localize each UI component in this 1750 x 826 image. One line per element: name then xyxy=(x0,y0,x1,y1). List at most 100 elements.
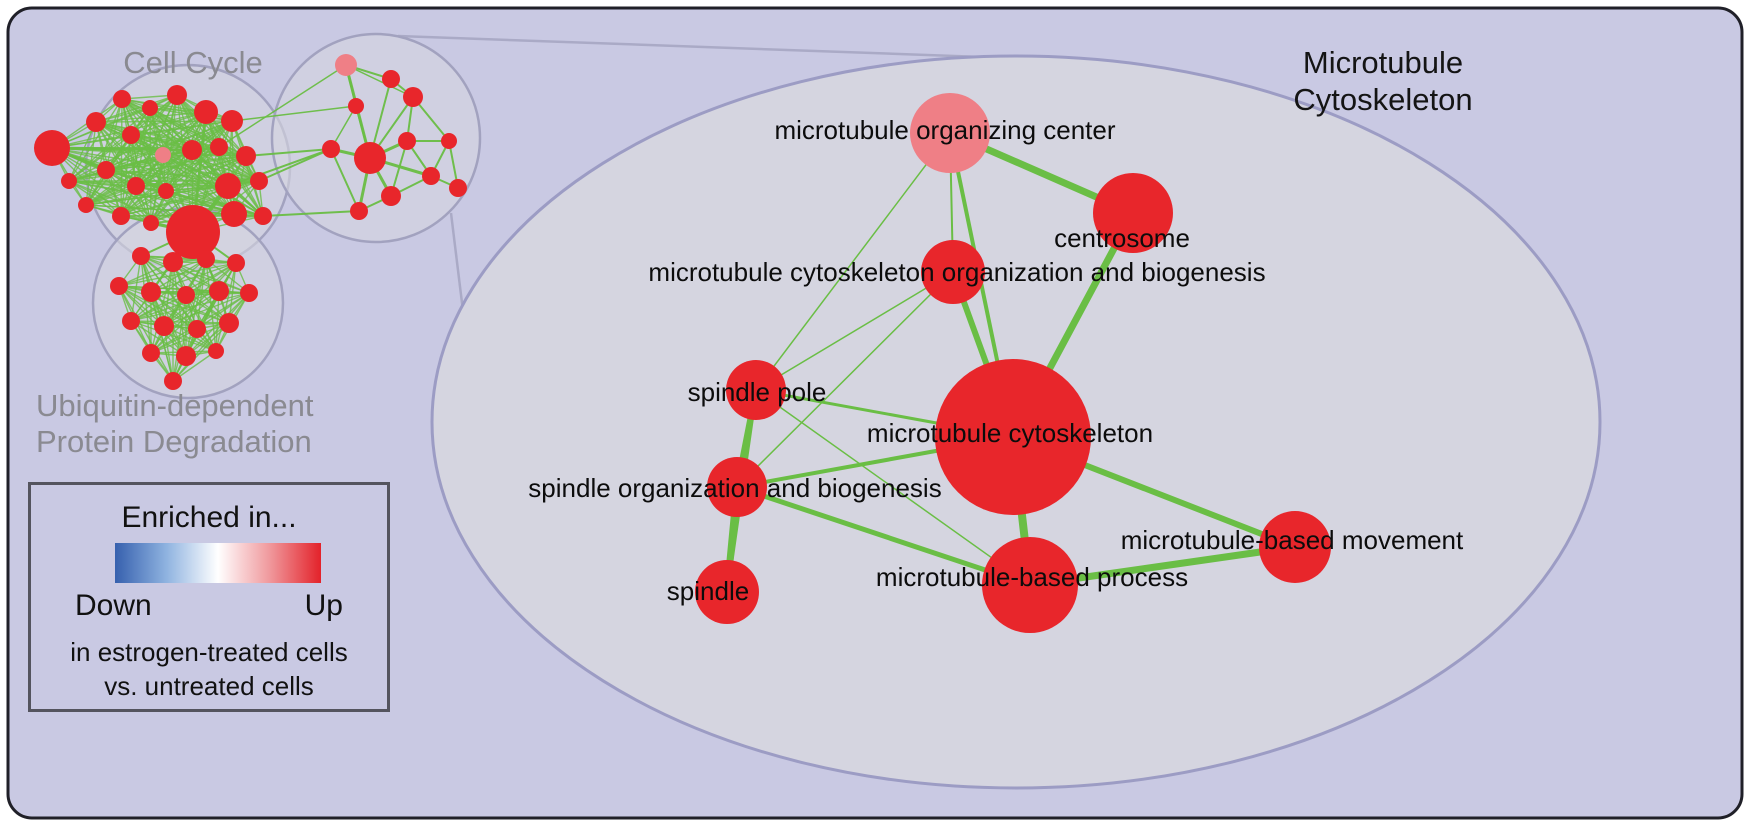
small-network-edge xyxy=(121,98,164,156)
small-network-group xyxy=(34,32,482,400)
small-node[interactable] xyxy=(143,215,159,231)
zoom-edge-mt_org-spindle_org xyxy=(736,271,954,488)
small-node[interactable] xyxy=(142,344,160,362)
small-network-edge xyxy=(105,155,247,171)
small-node[interactable] xyxy=(221,201,247,227)
small-node[interactable] xyxy=(219,313,239,333)
small-node[interactable] xyxy=(236,146,256,166)
small-node[interactable] xyxy=(240,284,258,302)
small-node[interactable] xyxy=(154,316,174,336)
zoom-edge-spindle_org-mt_process xyxy=(734,484,1033,588)
small-network-edge xyxy=(68,180,152,224)
small-network-edge xyxy=(218,64,347,148)
ubiquitin-title-line2: Protein Degradation xyxy=(36,424,312,459)
small-node[interactable] xyxy=(122,126,140,144)
small-network-edge xyxy=(150,258,207,293)
node-spindle_pole[interactable] xyxy=(726,360,786,420)
small-node[interactable] xyxy=(158,183,174,199)
small-node[interactable] xyxy=(441,133,457,149)
small-node[interactable] xyxy=(163,252,183,272)
small-node[interactable] xyxy=(354,142,386,174)
node-label-mt_cyto: microtubule cytoskeleton xyxy=(867,418,1153,448)
small-network-edge xyxy=(120,120,233,217)
small-node[interactable] xyxy=(127,177,145,195)
small-network-edge xyxy=(130,292,250,322)
node-centrosome[interactable] xyxy=(1093,173,1173,253)
small-node[interactable] xyxy=(97,161,115,179)
node-mt_org[interactable] xyxy=(921,240,985,304)
small-node[interactable] xyxy=(208,343,224,359)
small-node[interactable] xyxy=(112,207,130,225)
small-node[interactable] xyxy=(250,172,268,190)
legend-gradient-bar xyxy=(115,543,321,583)
zoom-edge-spindle_pole-mt_process xyxy=(755,389,1031,586)
small-network-edge xyxy=(118,262,237,287)
small-node[interactable] xyxy=(197,250,215,268)
small-node[interactable] xyxy=(194,100,218,124)
small-network-edge xyxy=(130,290,220,322)
small-node[interactable] xyxy=(350,202,368,220)
node-label-spindle_pole: spindle pole xyxy=(688,377,827,407)
small-node[interactable] xyxy=(335,54,357,76)
small-node[interactable] xyxy=(322,140,340,158)
legend: Enriched in... Down Up in estrogen-treat… xyxy=(28,482,390,712)
small-network-edge xyxy=(68,155,247,182)
node-mt_movement[interactable] xyxy=(1259,511,1331,583)
small-network-edge xyxy=(150,291,174,382)
small-network-edge xyxy=(231,105,357,122)
small-node[interactable] xyxy=(449,179,467,197)
small-network-edge xyxy=(68,98,123,182)
small-network-edge xyxy=(245,148,332,157)
small-network-edge xyxy=(85,98,123,206)
small-node[interactable] xyxy=(177,286,195,304)
small-node[interactable] xyxy=(209,281,229,301)
small-node[interactable] xyxy=(382,70,400,88)
small-network-edge xyxy=(150,261,174,354)
small-node[interactable] xyxy=(254,207,272,225)
small-network-edge xyxy=(68,180,167,192)
small-node[interactable] xyxy=(381,186,401,206)
small-network-edge xyxy=(68,180,122,217)
small-network-edge xyxy=(150,262,237,293)
small-node[interactable] xyxy=(164,372,182,390)
small-node[interactable] xyxy=(78,197,94,213)
node-spindle[interactable] xyxy=(695,560,759,624)
small-network-edge xyxy=(68,180,229,187)
small-network-edge xyxy=(68,121,97,182)
small-node[interactable] xyxy=(176,346,196,366)
legend-title: Enriched in... xyxy=(121,501,297,534)
small-node[interactable] xyxy=(221,110,243,132)
node-mt_process[interactable] xyxy=(982,537,1078,633)
small-node[interactable] xyxy=(348,98,364,114)
node-mt_cyto[interactable] xyxy=(935,359,1091,515)
zoom-cone-line xyxy=(397,34,1011,60)
small-node[interactable] xyxy=(403,87,423,107)
small-node[interactable] xyxy=(86,112,106,132)
small-node[interactable] xyxy=(132,247,150,265)
small-node[interactable] xyxy=(113,90,131,108)
zoom-edge-moc-spindle_pole xyxy=(755,132,951,391)
small-node[interactable] xyxy=(227,254,245,272)
small-node[interactable] xyxy=(167,85,187,105)
microtubule-title-line1: Microtubule xyxy=(1303,45,1463,80)
small-node[interactable] xyxy=(398,132,416,150)
node-spindle_org[interactable] xyxy=(707,457,767,517)
small-node[interactable] xyxy=(141,282,161,302)
small-node[interactable] xyxy=(110,277,128,295)
small-node[interactable] xyxy=(122,312,140,330)
small-node[interactable] xyxy=(422,167,440,185)
small-node[interactable] xyxy=(166,205,220,259)
small-node[interactable] xyxy=(182,140,202,160)
small-node[interactable] xyxy=(61,173,77,189)
cell-cycle-title: Cell Cycle xyxy=(123,45,263,80)
small-node[interactable] xyxy=(34,130,70,166)
small-node[interactable] xyxy=(210,138,228,156)
small-network-edge xyxy=(150,322,230,354)
small-network-edge xyxy=(105,98,123,171)
small-network-edge xyxy=(130,294,187,322)
small-node[interactable] xyxy=(155,147,171,163)
small-node[interactable] xyxy=(188,320,206,338)
small-node[interactable] xyxy=(215,173,241,199)
small-node[interactable] xyxy=(142,100,158,116)
node-moc[interactable] xyxy=(910,93,990,173)
